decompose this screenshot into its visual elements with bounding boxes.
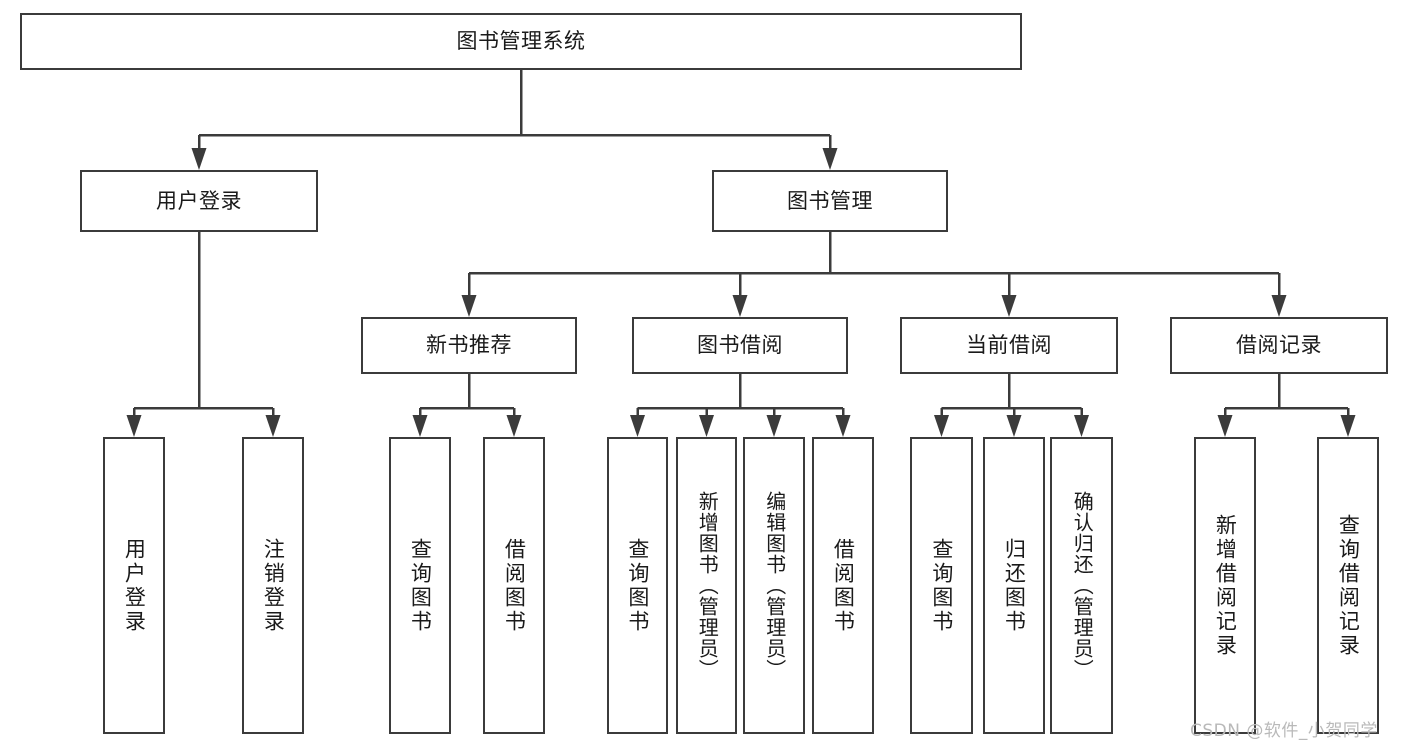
node-box-leaf-5: 新增图书（管理员）	[676, 437, 737, 734]
node-label-l3-1: 图书借阅	[697, 333, 783, 358]
arrow-head	[191, 148, 207, 170]
node-label-leaf-6: 编辑图书（管理员）	[762, 491, 787, 680]
node-label-leaf-12: 查询借阅记录	[1336, 513, 1361, 658]
node-box-leaf-11: 新增借阅记录	[1194, 437, 1256, 734]
node-box-l3-2: 当前借阅	[900, 317, 1118, 374]
node-label-leaf-0: 用户登录	[122, 537, 147, 634]
node-box-leaf-12: 查询借阅记录	[1317, 437, 1379, 734]
arrow-head	[732, 295, 748, 317]
node-label-l2-1: 图书管理	[787, 188, 873, 213]
arrow-head	[1340, 415, 1356, 437]
arrow-head	[1006, 415, 1022, 437]
node-label-leaf-7: 借阅图书	[831, 537, 856, 634]
node-label-leaf-4: 查询图书	[625, 537, 650, 634]
arrow-head	[1217, 415, 1233, 437]
arrow-head	[506, 415, 522, 437]
node-label-leaf-10: 确认归还（管理员）	[1070, 491, 1095, 680]
node-box-l2-1: 图书管理	[712, 170, 948, 232]
node-label-root: 图书管理系统	[456, 29, 586, 54]
arrow-head	[1271, 295, 1287, 317]
node-label-leaf-8: 查询图书	[929, 537, 954, 634]
node-label-l3-0: 新书推荐	[426, 333, 512, 358]
arrow-head	[699, 415, 714, 437]
node-box-leaf-4: 查询图书	[607, 437, 668, 734]
node-label-l2-0: 用户登录	[156, 188, 242, 213]
node-label-l3-3: 借阅记录	[1236, 333, 1322, 358]
node-box-root: 图书管理系统	[20, 13, 1022, 70]
arrow-head	[822, 148, 838, 170]
node-label-leaf-1: 注销登录	[261, 537, 286, 634]
arrow-head	[835, 415, 851, 437]
arrow-head	[934, 415, 949, 437]
arrow-head	[265, 415, 281, 437]
arrow-head	[1074, 415, 1089, 437]
node-label-l3-2: 当前借阅	[966, 333, 1052, 358]
node-label-leaf-3: 借阅图书	[502, 537, 527, 634]
node-label-leaf-2: 查询图书	[408, 537, 433, 634]
node-box-l2-0: 用户登录	[80, 170, 318, 232]
node-box-leaf-8: 查询图书	[910, 437, 973, 734]
node-box-leaf-10: 确认归还（管理员）	[1050, 437, 1113, 734]
arrow-head	[126, 415, 142, 437]
node-box-leaf-2: 查询图书	[389, 437, 451, 734]
node-box-l3-0: 新书推荐	[361, 317, 577, 374]
node-box-leaf-6: 编辑图书（管理员）	[743, 437, 805, 734]
node-label-leaf-9: 归还图书	[1002, 537, 1027, 634]
node-box-leaf-7: 借阅图书	[812, 437, 874, 734]
node-box-l3-3: 借阅记录	[1170, 317, 1388, 374]
node-box-leaf-1: 注销登录	[242, 437, 304, 734]
arrow-head	[461, 295, 477, 317]
node-label-leaf-11: 新增借阅记录	[1213, 513, 1238, 658]
node-label-leaf-5: 新增图书（管理员）	[695, 491, 720, 680]
node-box-leaf-3: 借阅图书	[483, 437, 545, 734]
arrow-head	[412, 415, 428, 437]
arrow-head	[766, 415, 782, 437]
node-box-l3-1: 图书借阅	[632, 317, 848, 374]
arrow-head	[1001, 295, 1017, 317]
arrow-head	[630, 415, 645, 437]
node-box-leaf-0: 用户登录	[103, 437, 165, 734]
node-box-leaf-9: 归还图书	[983, 437, 1045, 734]
